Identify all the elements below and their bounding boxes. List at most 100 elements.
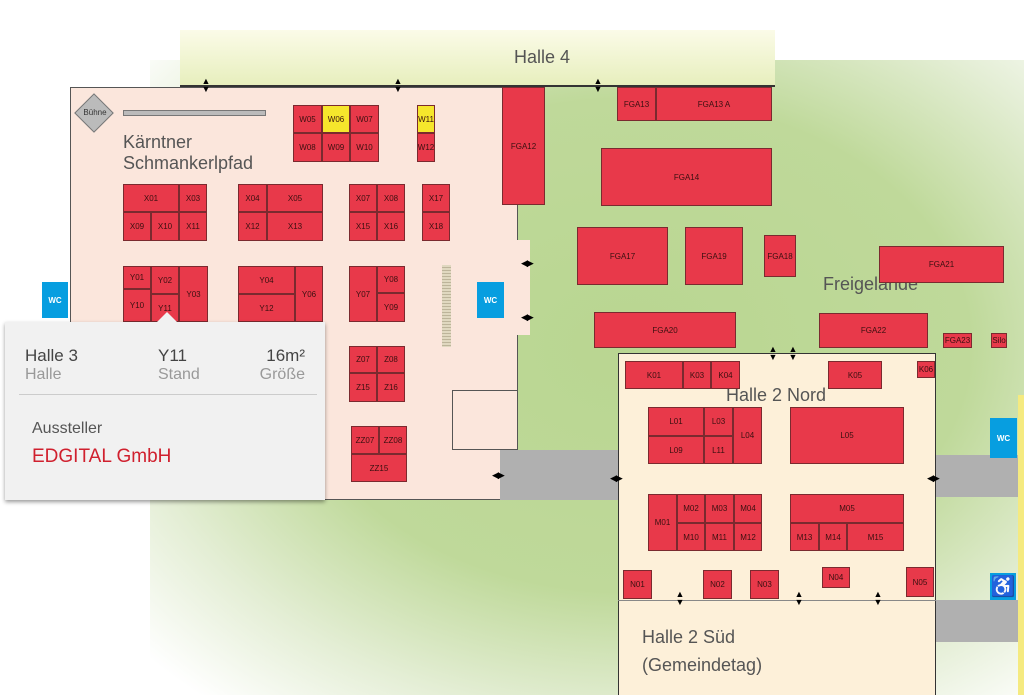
booth-k04[interactable]: K04 (711, 361, 740, 389)
booth-fga13a[interactable]: FGA13 A (656, 87, 772, 121)
wc-icon[interactable]: WC (990, 418, 1017, 458)
booth-x13[interactable]: X13 (267, 212, 323, 241)
entrance-arrow-icon: ◀▶ (521, 258, 534, 268)
booth-fga21[interactable]: FGA21 (879, 246, 1004, 283)
booth-n01[interactable]: N01 (623, 570, 652, 599)
booth-x01[interactable]: X01 (123, 184, 179, 212)
booth-y10[interactable]: Y10 (123, 289, 151, 322)
booth-fga12[interactable]: FGA12 (502, 87, 545, 205)
booth-z16[interactable]: Z16 (377, 373, 405, 402)
booth-l05[interactable]: L05 (790, 407, 904, 464)
booth-w12[interactable]: W12 (417, 133, 435, 162)
booth-x09[interactable]: X09 (123, 212, 151, 241)
booth-l04[interactable]: L04 (733, 407, 762, 464)
booth-w08[interactable]: W08 (293, 133, 322, 162)
booth-y12[interactable]: Y12 (238, 294, 295, 322)
booth-w07[interactable]: W07 (350, 105, 379, 133)
booth-fga23[interactable]: FGA23 (943, 333, 972, 348)
booth-x10[interactable]: X10 (151, 212, 179, 241)
booth-z08[interactable]: Z08 (377, 346, 405, 373)
booth-m13[interactable]: M13 (790, 523, 819, 551)
booth-m10[interactable]: M10 (677, 523, 705, 551)
booth-y04[interactable]: Y04 (238, 266, 295, 294)
booth-k06[interactable]: K06 (917, 361, 935, 378)
entrance-arrow-icon: ▲▼ (201, 76, 211, 94)
booth-m14[interactable]: M14 (819, 523, 847, 551)
booth-zz08[interactable]: ZZ08 (379, 426, 407, 454)
accessibility-icon[interactable]: ♿ (990, 573, 1016, 600)
booth-y06[interactable]: Y06 (295, 266, 323, 322)
booth-z07[interactable]: Z07 (349, 346, 377, 373)
booth-x11[interactable]: X11 (179, 212, 207, 241)
corridor (500, 450, 618, 500)
booth-zz15[interactable]: ZZ15 (351, 454, 407, 482)
booth-w11[interactable]: W11 (417, 105, 435, 133)
booth-x12[interactable]: X12 (238, 212, 267, 241)
booth-w09[interactable]: W09 (322, 133, 350, 162)
exhibitor-label: Aussteller (32, 420, 103, 437)
booth-x05[interactable]: X05 (267, 184, 323, 212)
booth-x08[interactable]: X08 (377, 184, 405, 212)
booth-m11[interactable]: M11 (705, 523, 734, 551)
booth-m03[interactable]: M03 (705, 494, 734, 523)
booth-fga19[interactable]: FGA19 (685, 227, 743, 285)
entrance-arrow-icon: ▲▼ (873, 589, 883, 607)
hall-4[interactable] (180, 30, 775, 87)
booth-y07[interactable]: Y07 (349, 266, 377, 322)
booth-x04[interactable]: X04 (238, 184, 267, 212)
booth-m12[interactable]: M12 (734, 523, 762, 551)
booth-x07[interactable]: X07 (349, 184, 377, 212)
booth-fga22[interactable]: FGA22 (819, 313, 928, 348)
entrance-arrow-icon: ▲▼ (393, 76, 403, 94)
booth-k03[interactable]: K03 (683, 361, 711, 389)
entrance-arrow-icon: ◀▶ (492, 470, 505, 480)
wc-icon[interactable]: WC (42, 282, 68, 318)
wc-icon[interactable]: WC (477, 282, 504, 318)
stand-value: Y11 (158, 346, 187, 365)
booth-m15[interactable]: M15 (847, 523, 904, 551)
booth-y09[interactable]: Y09 (377, 293, 405, 322)
booth-z15[interactable]: Z15 (349, 373, 377, 402)
hall-value: Halle 3 (25, 346, 78, 365)
booth-w05[interactable]: W05 (293, 105, 322, 133)
booth-x18[interactable]: X18 (422, 212, 450, 241)
booth-x15[interactable]: X15 (349, 212, 377, 241)
booth-l01[interactable]: L01 (648, 407, 704, 436)
booth-silo[interactable]: Silo (991, 333, 1007, 348)
entrance-arrow-icon: ▲▼ (794, 589, 804, 607)
booth-m04[interactable]: M04 (734, 494, 762, 523)
divider (19, 394, 317, 395)
booth-fga17[interactable]: FGA17 (577, 227, 668, 285)
booth-y08[interactable]: Y08 (377, 266, 405, 293)
booth-y02[interactable]: Y02 (151, 266, 179, 294)
booth-n05[interactable]: N05 (906, 567, 934, 597)
booth-y03[interactable]: Y03 (179, 266, 208, 322)
booth-n02[interactable]: N02 (703, 570, 732, 599)
booth-fga13[interactable]: FGA13 (617, 87, 656, 121)
booth-fga18[interactable]: FGA18 (764, 235, 796, 277)
booth-x17[interactable]: X17 (422, 184, 450, 212)
booth-l11[interactable]: L11 (704, 436, 733, 464)
booth-w06[interactable]: W06 (322, 105, 350, 133)
booth-zz07[interactable]: ZZ07 (351, 426, 379, 454)
booth-fga20[interactable]: FGA20 (594, 312, 736, 348)
booth-n04[interactable]: N04 (822, 567, 850, 588)
booth-y01[interactable]: Y01 (123, 266, 151, 289)
booth-l03[interactable]: L03 (704, 407, 733, 436)
booth-w10[interactable]: W10 (350, 133, 379, 162)
booth-x16[interactable]: X16 (377, 212, 405, 241)
stairs (442, 265, 451, 347)
booth-n03[interactable]: N03 (750, 570, 779, 599)
booth-m01[interactable]: M01 (648, 494, 677, 551)
booth-info-popup: Halle 3 Halle Y11 Stand 16m² Größe Ausst… (5, 312, 325, 500)
booth-x03[interactable]: X03 (179, 184, 207, 212)
booth-m02[interactable]: M02 (677, 494, 705, 523)
hall-info: Halle 3 Halle (25, 346, 78, 384)
booth-k01[interactable]: K01 (625, 361, 683, 389)
booth-l09[interactable]: L09 (648, 436, 704, 464)
booth-fga14[interactable]: FGA14 (601, 148, 772, 206)
booth-m05[interactable]: M05 (790, 494, 904, 523)
size-label: Größe (259, 366, 305, 383)
exhibitor-name[interactable]: EDGITAL GmbH (32, 446, 172, 467)
booth-k05[interactable]: K05 (828, 361, 882, 389)
